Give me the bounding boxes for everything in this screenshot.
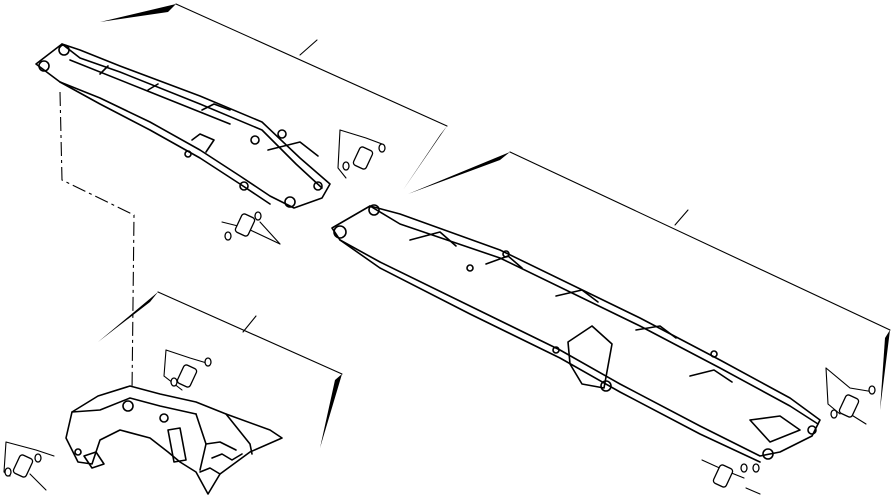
pin-set-long-arm-tip-lower <box>701 459 761 495</box>
arm-right-long <box>331 204 821 463</box>
pin-set-upper-arm-front <box>221 211 281 245</box>
pin-set-long-arm-tip-upper <box>825 367 876 425</box>
arm-upper-left <box>35 43 331 209</box>
bucket-lower-left <box>65 385 283 495</box>
pin-set-bucket-left <box>3 441 55 491</box>
callout-long-arm <box>408 151 891 410</box>
callout-bucket <box>98 291 343 448</box>
callout-upper-arm <box>100 3 448 190</box>
pin-set-upper-arm-rear <box>337 129 386 179</box>
alignment-line <box>59 91 135 393</box>
pin-set-bucket-top <box>163 349 212 391</box>
